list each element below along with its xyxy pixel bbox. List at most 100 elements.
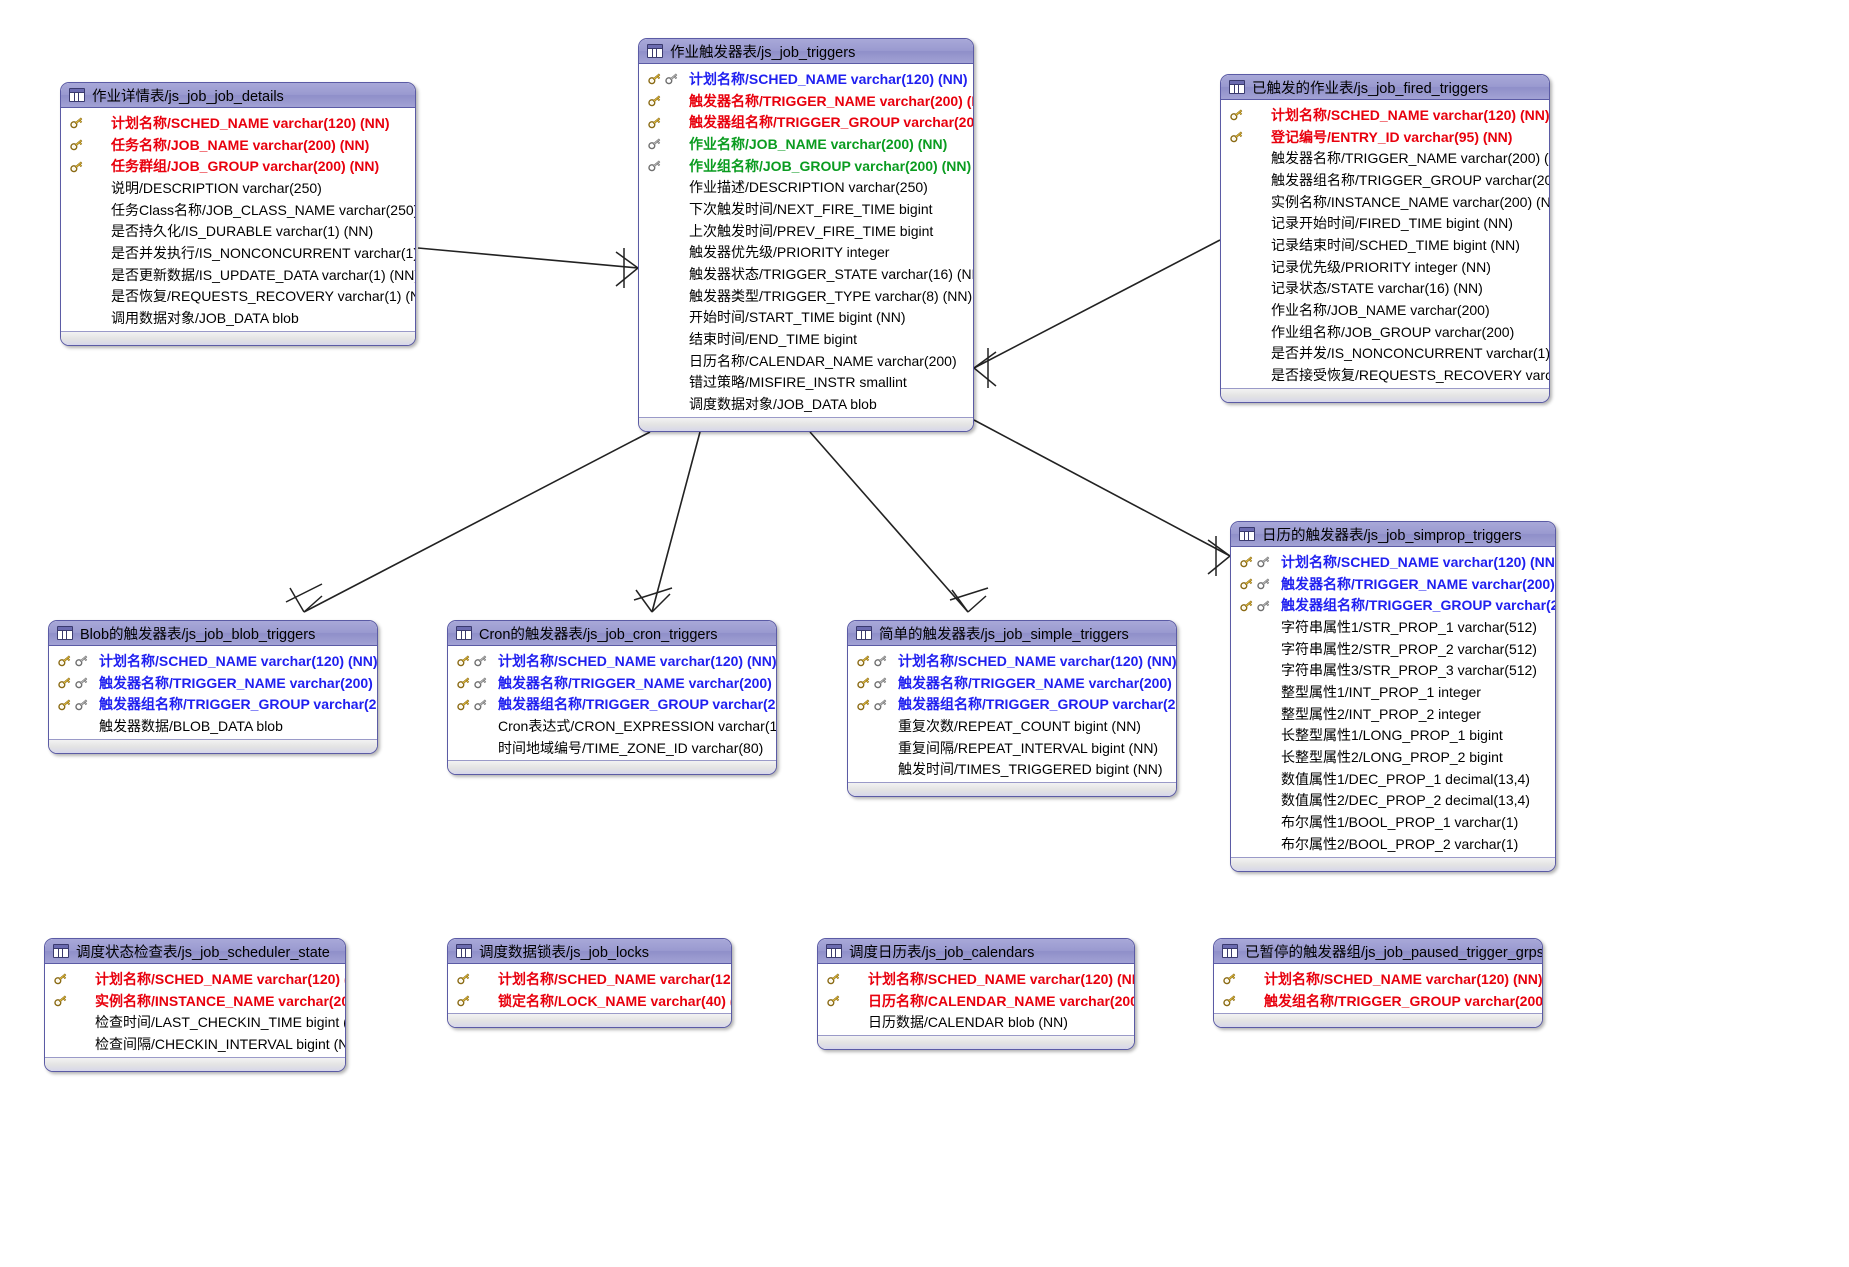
field-row[interactable]: 整型属性1/INT_PROP_1 integer bbox=[1231, 681, 1555, 703]
field-row[interactable]: 触发器组名称/TRIGGER_GROUP varchar(200) (NN) bbox=[1231, 594, 1555, 616]
field-row[interactable]: 字符串属性2/STR_PROP_2 varchar(512) bbox=[1231, 638, 1555, 660]
field-row[interactable]: 是否并发/IS_NONCONCURRENT varchar(1) bbox=[1221, 343, 1549, 365]
field-row[interactable]: 触发器名称/TRIGGER_NAME varchar(200) (NN) bbox=[639, 90, 973, 112]
field-row[interactable]: 长整型属性1/LONG_PROP_1 bigint bbox=[1231, 725, 1555, 747]
field-row[interactable]: 计划名称/SCHED_NAME varchar(120) (NN) bbox=[448, 650, 776, 672]
field-row[interactable]: 重复间隔/REPEAT_INTERVAL bigint (NN) bbox=[848, 737, 1176, 759]
entity-locks[interactable]: 调度数据锁表/js_job_locks 计划名称/SCHED_NAME varch… bbox=[447, 938, 732, 1029]
field-row[interactable]: 登记编号/ENTRY_ID varchar(95) (NN) bbox=[1221, 126, 1549, 148]
entity-simprop_triggers[interactable]: 日历的触发器表/js_job_simprop_triggers 计划名称/SCHE… bbox=[1230, 521, 1556, 872]
field-row[interactable]: 字符串属性3/STR_PROP_3 varchar(512) bbox=[1231, 659, 1555, 681]
entity-job_details[interactable]: 作业详情表/js_job_job_details 计划名称/SCHED_NAME … bbox=[60, 82, 416, 346]
field-row[interactable]: 计划名称/SCHED_NAME varchar(120) (NN) bbox=[49, 650, 377, 672]
field-row[interactable]: 是否并发执行/IS_NONCONCURRENT varchar(1) (NN) bbox=[61, 242, 415, 264]
field-row[interactable]: Cron表达式/CRON_EXPRESSION varchar(120) (NN… bbox=[448, 715, 776, 737]
field-row[interactable]: 日历名称/CALENDAR_NAME varchar(200) bbox=[639, 350, 973, 372]
field-row[interactable]: 触发器名称/TRIGGER_NAME varchar(200) (NN) bbox=[1221, 147, 1549, 169]
field-row[interactable]: 是否更新数据/IS_UPDATE_DATA varchar(1) (NN) bbox=[61, 264, 415, 286]
field-row[interactable]: 任务群组/JOB_GROUP varchar(200) (NN) bbox=[61, 155, 415, 177]
field-row[interactable]: 布尔属性2/BOOL_PROP_2 varchar(1) bbox=[1231, 833, 1555, 855]
field-row[interactable]: 计划名称/SCHED_NAME varchar(120) (NN) bbox=[61, 112, 415, 134]
entity-header-simprop_triggers[interactable]: 日历的触发器表/js_job_simprop_triggers bbox=[1231, 522, 1555, 547]
entity-header-paused_trigger_grps[interactable]: 已暂停的触发器组/js_job_paused_trigger_grps bbox=[1214, 939, 1542, 964]
field-row[interactable]: 计划名称/SCHED_NAME varchar(120) (NN) bbox=[818, 968, 1134, 990]
field-row[interactable]: 计划名称/SCHED_NAME varchar(120) (NN) bbox=[448, 968, 731, 990]
field-row[interactable]: 触发器名称/TRIGGER_NAME varchar(200) (NN) bbox=[448, 672, 776, 694]
entity-header-scheduler_state[interactable]: 调度状态检查表/js_job_scheduler_state bbox=[45, 939, 345, 964]
field-row[interactable]: 错过策略/MISFIRE_INSTR smallint bbox=[639, 372, 973, 394]
field-row[interactable]: 触发器类型/TRIGGER_TYPE varchar(8) (NN) bbox=[639, 285, 973, 307]
field-row[interactable]: 是否恢复/REQUESTS_RECOVERY varchar(1) (NN) bbox=[61, 286, 415, 308]
field-row[interactable]: 结束时间/END_TIME bigint bbox=[639, 328, 973, 350]
field-row[interactable]: 布尔属性1/BOOL_PROP_1 varchar(1) bbox=[1231, 811, 1555, 833]
field-row[interactable]: 作业组名称/JOB_GROUP varchar(200) (NN) bbox=[639, 155, 973, 177]
entity-cron_triggers[interactable]: Cron的触发器表/js_job_cron_triggers 计划名称/SCHED… bbox=[447, 620, 777, 776]
field-row[interactable]: 计划名称/SCHED_NAME varchar(120) (NN) bbox=[639, 68, 973, 90]
entity-header-job_details[interactable]: 作业详情表/js_job_job_details bbox=[61, 83, 415, 108]
entity-header-simple_triggers[interactable]: 简单的触发器表/js_job_simple_triggers bbox=[848, 621, 1176, 646]
field-row[interactable]: 触发器组名称/TRIGGER_GROUP varchar(200) (NN) bbox=[448, 693, 776, 715]
field-row[interactable]: 数值属性1/DEC_PROP_1 decimal(13,4) bbox=[1231, 768, 1555, 790]
entity-calendars[interactable]: 调度日历表/js_job_calendars 计划名称/SCHED_NAME va… bbox=[817, 938, 1135, 1051]
field-row[interactable]: 长整型属性2/LONG_PROP_2 bigint bbox=[1231, 746, 1555, 768]
entity-header-cron_triggers[interactable]: Cron的触发器表/js_job_cron_triggers bbox=[448, 621, 776, 646]
field-row[interactable]: 日历数据/CALENDAR blob (NN) bbox=[818, 1011, 1134, 1033]
field-row[interactable]: 记录优先级/PRIORITY integer (NN) bbox=[1221, 256, 1549, 278]
field-row[interactable]: 计划名称/SCHED_NAME varchar(120) (NN) bbox=[45, 968, 345, 990]
field-row[interactable]: 整型属性2/INT_PROP_2 integer bbox=[1231, 703, 1555, 725]
field-row[interactable]: 是否持久化/IS_DURABLE varchar(1) (NN) bbox=[61, 220, 415, 242]
field-row[interactable]: 作业组名称/JOB_GROUP varchar(200) bbox=[1221, 321, 1549, 343]
field-row[interactable]: 计划名称/SCHED_NAME varchar(120) (NN) bbox=[1221, 104, 1549, 126]
field-row[interactable]: 调用数据对象/JOB_DATA blob bbox=[61, 307, 415, 329]
field-row[interactable]: 时间地域编号/TIME_ZONE_ID varchar(80) bbox=[448, 737, 776, 759]
field-row[interactable]: 触发器数据/BLOB_DATA blob bbox=[49, 715, 377, 737]
field-row[interactable]: 检查时间/LAST_CHECKIN_TIME bigint (NN) bbox=[45, 1011, 345, 1033]
field-row[interactable]: 数值属性2/DEC_PROP_2 decimal(13,4) bbox=[1231, 790, 1555, 812]
field-row[interactable]: 任务Class名称/JOB_CLASS_NAME varchar(250) (N… bbox=[61, 199, 415, 221]
field-row[interactable]: 计划名称/SCHED_NAME varchar(120) (NN) bbox=[848, 650, 1176, 672]
field-row[interactable]: 记录结束时间/SCHED_TIME bigint (NN) bbox=[1221, 234, 1549, 256]
field-row[interactable]: 锁定名称/LOCK_NAME varchar(40) (NN) bbox=[448, 990, 731, 1012]
field-row[interactable]: 实例名称/INSTANCE_NAME varchar(200) (NN) bbox=[1221, 191, 1549, 213]
field-row[interactable]: 计划名称/SCHED_NAME varchar(120) (NN) bbox=[1214, 968, 1542, 990]
field-row[interactable]: 触发组名称/TRIGGER_GROUP varchar(200) (NN) bbox=[1214, 990, 1542, 1012]
field-row[interactable]: 触发器名称/TRIGGER_NAME varchar(200) (NN) bbox=[1231, 573, 1555, 595]
entity-header-fired_triggers[interactable]: 已触发的作业表/js_job_fired_triggers bbox=[1221, 75, 1549, 100]
field-row[interactable]: 检查间隔/CHECKIN_INTERVAL bigint (NN) bbox=[45, 1033, 345, 1055]
field-row[interactable]: 触发器组名称/TRIGGER_GROUP varchar(200) (NN) bbox=[49, 693, 377, 715]
field-row[interactable]: 触发器组名称/TRIGGER_GROUP varchar(200) (NN) bbox=[848, 693, 1176, 715]
field-row[interactable]: 日历名称/CALENDAR_NAME varchar(200) (NN) bbox=[818, 990, 1134, 1012]
field-row[interactable]: 记录状态/STATE varchar(16) (NN) bbox=[1221, 278, 1549, 300]
entity-triggers[interactable]: 作业触发器表/js_job_triggers 计划名称/SCHED_NAME va… bbox=[638, 38, 974, 432]
field-row[interactable]: 计划名称/SCHED_NAME varchar(120) (NN) bbox=[1231, 551, 1555, 573]
field-row[interactable]: 触发器状态/TRIGGER_STATE varchar(16) (NN) bbox=[639, 263, 973, 285]
field-row[interactable]: 触发器组名称/TRIGGER_GROUP varchar(200) (NN) bbox=[639, 111, 973, 133]
field-row[interactable]: 重复次数/REPEAT_COUNT bigint (NN) bbox=[848, 715, 1176, 737]
field-row[interactable]: 上次触发时间/PREV_FIRE_TIME bigint bbox=[639, 220, 973, 242]
field-row[interactable]: 触发器优先级/PRIORITY integer bbox=[639, 242, 973, 264]
field-row[interactable]: 记录开始时间/FIRED_TIME bigint (NN) bbox=[1221, 212, 1549, 234]
field-row[interactable]: 实例名称/INSTANCE_NAME varchar(200) (NN) bbox=[45, 990, 345, 1012]
field-row[interactable]: 任务名称/JOB_NAME varchar(200) (NN) bbox=[61, 134, 415, 156]
field-row[interactable]: 下次触发时间/NEXT_FIRE_TIME bigint bbox=[639, 198, 973, 220]
entity-header-calendars[interactable]: 调度日历表/js_job_calendars bbox=[818, 939, 1134, 964]
field-row[interactable]: 触发器名称/TRIGGER_NAME varchar(200) (NN) bbox=[49, 672, 377, 694]
field-row[interactable]: 作业描述/DESCRIPTION varchar(250) bbox=[639, 176, 973, 198]
field-row[interactable]: 作业名称/JOB_NAME varchar(200) (NN) bbox=[639, 133, 973, 155]
field-row[interactable]: 作业名称/JOB_NAME varchar(200) bbox=[1221, 299, 1549, 321]
entity-header-triggers[interactable]: 作业触发器表/js_job_triggers bbox=[639, 39, 973, 64]
field-row[interactable]: 是否接受恢复/REQUESTS_RECOVERY varchar(1) bbox=[1221, 364, 1549, 386]
field-row[interactable]: 触发器组名称/TRIGGER_GROUP varchar(200) (NN) bbox=[1221, 169, 1549, 191]
field-row[interactable]: 说明/DESCRIPTION varchar(250) bbox=[61, 177, 415, 199]
entity-paused_trigger_grps[interactable]: 已暂停的触发器组/js_job_paused_trigger_grps 计划名称/… bbox=[1213, 938, 1543, 1029]
entity-simple_triggers[interactable]: 简单的触发器表/js_job_simple_triggers 计划名称/SCHED… bbox=[847, 620, 1177, 798]
entity-scheduler_state[interactable]: 调度状态检查表/js_job_scheduler_state 计划名称/SCHED… bbox=[44, 938, 346, 1072]
field-row[interactable]: 触发时间/TIMES_TRIGGERED bigint (NN) bbox=[848, 758, 1176, 780]
field-row[interactable]: 触发器名称/TRIGGER_NAME varchar(200) (NN) bbox=[848, 672, 1176, 694]
field-row[interactable]: 开始时间/START_TIME bigint (NN) bbox=[639, 307, 973, 329]
entity-header-locks[interactable]: 调度数据锁表/js_job_locks bbox=[448, 939, 731, 964]
entity-fired_triggers[interactable]: 已触发的作业表/js_job_fired_triggers 计划名称/SCHED_… bbox=[1220, 74, 1550, 403]
field-row[interactable]: 字符串属性1/STR_PROP_1 varchar(512) bbox=[1231, 616, 1555, 638]
field-row[interactable]: 调度数据对象/JOB_DATA blob bbox=[639, 393, 973, 415]
